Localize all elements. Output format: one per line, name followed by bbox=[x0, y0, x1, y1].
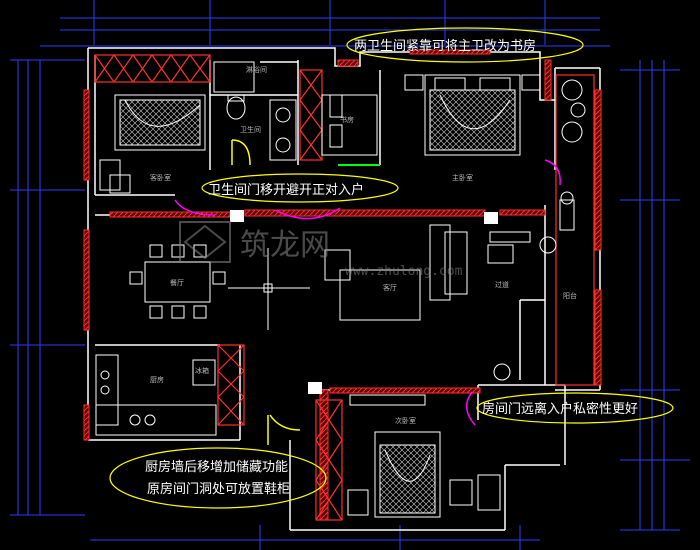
room-kitchen: 厨房 bbox=[150, 375, 164, 384]
room-master-bedroom: 主卧室 bbox=[452, 173, 473, 182]
watermark-brand: 筑龙网 bbox=[240, 228, 330, 263]
red-cabinets bbox=[94, 54, 595, 521]
room-fridge: 冰箱 bbox=[195, 366, 209, 375]
annotation-room-door: 房间门远离入户私密性更好 bbox=[482, 402, 639, 417]
room-bathroom: 卫生间 bbox=[240, 125, 261, 134]
furniture bbox=[95, 61, 586, 518]
room-living: 客厅 bbox=[383, 283, 397, 292]
room-dining: 餐厅 bbox=[170, 278, 184, 287]
room-second-bedroom: 次卧室 bbox=[395, 416, 416, 425]
annotation-kitchen-wall: 厨房墙后移增加储藏功能 bbox=[145, 460, 289, 475]
room-hall: 过道 bbox=[495, 280, 509, 289]
door-swings bbox=[174, 139, 561, 445]
annotation-shoe-cabinet: 原房间门洞处可放置鞋柜 bbox=[147, 482, 291, 497]
crosshair-cursor bbox=[228, 248, 310, 330]
red-walls bbox=[83, 49, 602, 521]
watermark-url: www.zhulong.com bbox=[345, 264, 463, 279]
annotation-two-bathrooms: 两卫生间紧靠可将主卫改为书房 bbox=[354, 39, 537, 54]
room-shower: 淋浴间 bbox=[246, 65, 267, 74]
dimension-lines bbox=[10, 0, 690, 550]
room-labels: 淋浴间 卫生间 书房 主卧室 客卧室 餐厅 客厅 厨房 冰箱 阳台 过道 次卧室 bbox=[150, 65, 577, 425]
room-study: 书房 bbox=[340, 115, 354, 124]
annotation-bathroom-door: 卫生间门移开避开正对入户 bbox=[208, 183, 365, 198]
room-guest-bedroom: 客卧室 bbox=[150, 173, 171, 182]
annotation-bubbles bbox=[109, 27, 674, 509]
watermark: 筑龙网 www.zhulong.com bbox=[179, 221, 463, 279]
room-balcony: 阳台 bbox=[563, 291, 577, 300]
column-posts bbox=[230, 210, 498, 394]
